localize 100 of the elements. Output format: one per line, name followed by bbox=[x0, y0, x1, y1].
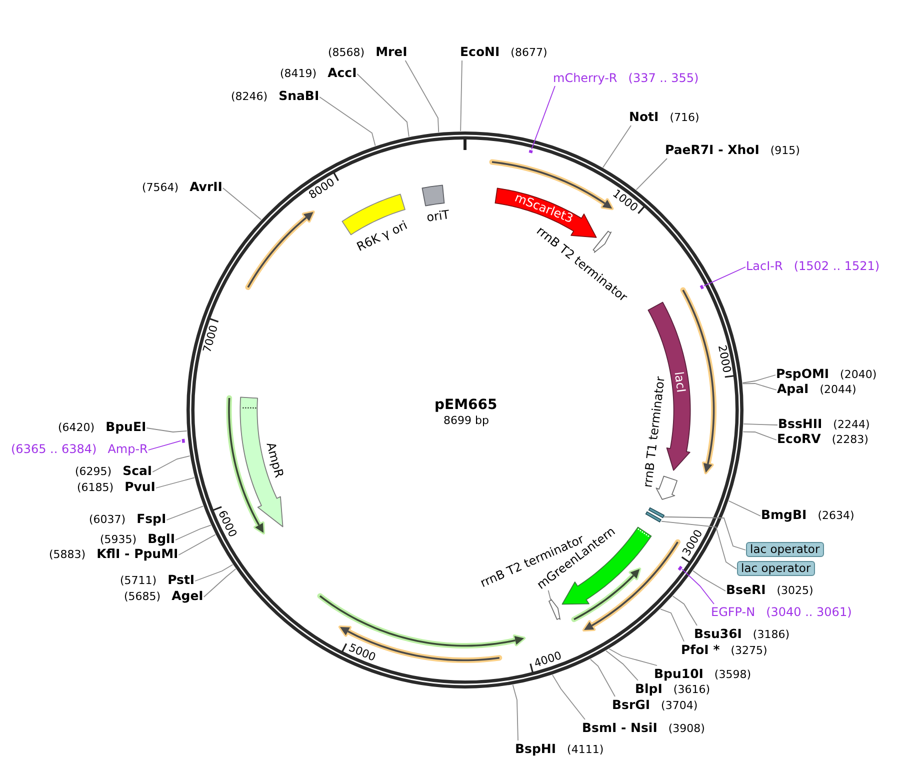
leader-line bbox=[194, 564, 234, 582]
leader-line bbox=[552, 674, 586, 720]
terminator-mark bbox=[548, 598, 561, 621]
origin-feature bbox=[421, 184, 450, 224]
cut-site-position: (8568) bbox=[328, 45, 365, 60]
operator-site-mark bbox=[648, 506, 665, 518]
enzyme-name: NotI bbox=[629, 109, 659, 124]
primer-site-mark bbox=[528, 148, 534, 154]
enzyme-name: ScaI bbox=[122, 463, 152, 478]
primer-name: Amp-R bbox=[108, 442, 148, 456]
enzyme-name: PaeR7I - XhoI bbox=[665, 142, 760, 157]
cut-site-position: (6037) bbox=[89, 512, 126, 527]
enzyme-name: ApaI bbox=[777, 381, 809, 396]
enzyme-name: Bpu10I bbox=[654, 666, 704, 681]
leader-line bbox=[166, 506, 204, 520]
cut-site-position: (2244) bbox=[833, 417, 870, 432]
leader-line bbox=[356, 74, 410, 138]
enzyme-name: PfoI * bbox=[681, 642, 720, 657]
enzyme-name: PspOMI bbox=[776, 366, 830, 381]
enzyme-name: PvuI bbox=[124, 479, 156, 494]
leader-line bbox=[148, 440, 182, 450]
leader-line bbox=[319, 96, 376, 146]
leader-line bbox=[743, 424, 778, 426]
tick-label: 4000 bbox=[533, 650, 564, 670]
cut-site-position: (3025) bbox=[776, 583, 814, 598]
enzyme-name: BsrGI bbox=[612, 697, 650, 712]
leader-line bbox=[152, 456, 190, 472]
cut-site-position: (3616) bbox=[673, 682, 710, 697]
cut-site-position: (2634) bbox=[818, 508, 854, 523]
leader-line bbox=[156, 477, 195, 488]
cut-site-position: (3908) bbox=[668, 721, 705, 736]
enzyme-name: Bsu36I bbox=[694, 626, 742, 641]
cut-site-position: (5685) bbox=[124, 589, 161, 604]
leader-line bbox=[203, 568, 236, 598]
leader-line bbox=[742, 431, 777, 440]
primer-name: LacI-R bbox=[746, 258, 783, 274]
enzyme-name: BglI bbox=[148, 531, 175, 546]
enzyme-name: BpuEI bbox=[106, 419, 146, 434]
leader-line bbox=[590, 658, 616, 697]
cut-site-position: (2283) bbox=[832, 432, 868, 447]
cut-site-position: (3186) bbox=[752, 627, 790, 642]
primer-name: mCherry-R bbox=[553, 70, 618, 86]
leader-line bbox=[703, 266, 746, 286]
primer-range: (337 .. 355) bbox=[628, 70, 699, 86]
cut-site-position: (6420) bbox=[58, 420, 95, 435]
reading-frame-arc bbox=[244, 208, 318, 292]
cut-site-position: (5711) bbox=[120, 573, 157, 588]
leader-line bbox=[146, 428, 188, 432]
feature-tag: lac operator bbox=[746, 542, 824, 556]
feature-label: lacI bbox=[672, 370, 688, 394]
primer-site-mark bbox=[677, 564, 684, 572]
cut-site-position: (8677) bbox=[510, 45, 548, 60]
leader-line bbox=[608, 648, 658, 666]
enzyme-name: KflI - PpuMI bbox=[96, 546, 178, 561]
cut-site-position: (915) bbox=[770, 143, 800, 158]
enzyme-name: FspI bbox=[136, 511, 166, 526]
feature-label: rrnB T1 terminator bbox=[640, 376, 668, 488]
primer-site-mark bbox=[180, 438, 186, 444]
leader-line bbox=[663, 516, 746, 550]
operator-site-mark bbox=[645, 511, 662, 523]
leader-line bbox=[672, 596, 698, 626]
leader-line bbox=[175, 524, 212, 540]
leader-line bbox=[512, 684, 518, 741]
enzyme-name: BsmI - NsiI bbox=[582, 720, 658, 735]
tick-label: 6000 bbox=[216, 508, 239, 540]
primer-site-mark bbox=[699, 284, 705, 290]
leader-line bbox=[660, 520, 737, 570]
cut-site-position: (4111) bbox=[567, 742, 604, 757]
leader-line bbox=[742, 374, 776, 384]
leader-line bbox=[460, 60, 462, 132]
leader-line bbox=[404, 60, 440, 133]
feature-label: AmpR bbox=[264, 440, 286, 479]
leader-line bbox=[531, 86, 556, 150]
enzyme-name: BssHII bbox=[778, 416, 822, 431]
primer-range: (1502 .. 1521) bbox=[794, 258, 880, 274]
reading-frame-arc bbox=[336, 622, 504, 664]
cut-site-position: (7564) bbox=[142, 180, 179, 195]
cut-site-position: (2040) bbox=[840, 367, 877, 382]
leader-line bbox=[660, 608, 684, 642]
leader-line bbox=[682, 568, 714, 604]
enzyme-name: AgeI bbox=[172, 588, 204, 603]
plasmid-size: 8699 bp bbox=[444, 414, 489, 426]
feature-label: oriT bbox=[425, 207, 450, 224]
cut-site-position: (716) bbox=[670, 110, 700, 125]
tick-label: 7000 bbox=[202, 323, 221, 354]
leader-line bbox=[222, 188, 262, 220]
feature-tag: lac operator bbox=[737, 560, 815, 576]
leader-line bbox=[178, 534, 216, 556]
cut-site-position: (5883) bbox=[49, 547, 86, 562]
cut-site-position: (2044) bbox=[820, 382, 856, 397]
enzyme-name: PstI bbox=[168, 572, 195, 587]
tick-label: 2000 bbox=[714, 344, 732, 374]
cut-site-position: (6295) bbox=[75, 464, 112, 479]
cut-site-position: (8419) bbox=[280, 66, 317, 81]
leader-line bbox=[728, 500, 761, 516]
enzyme-name: MreI bbox=[376, 44, 408, 59]
enzyme-name: BseRI bbox=[726, 582, 766, 597]
leader-line bbox=[636, 158, 668, 190]
cut-site-position: (3275) bbox=[730, 643, 768, 658]
leader-line bbox=[548, 590, 552, 600]
